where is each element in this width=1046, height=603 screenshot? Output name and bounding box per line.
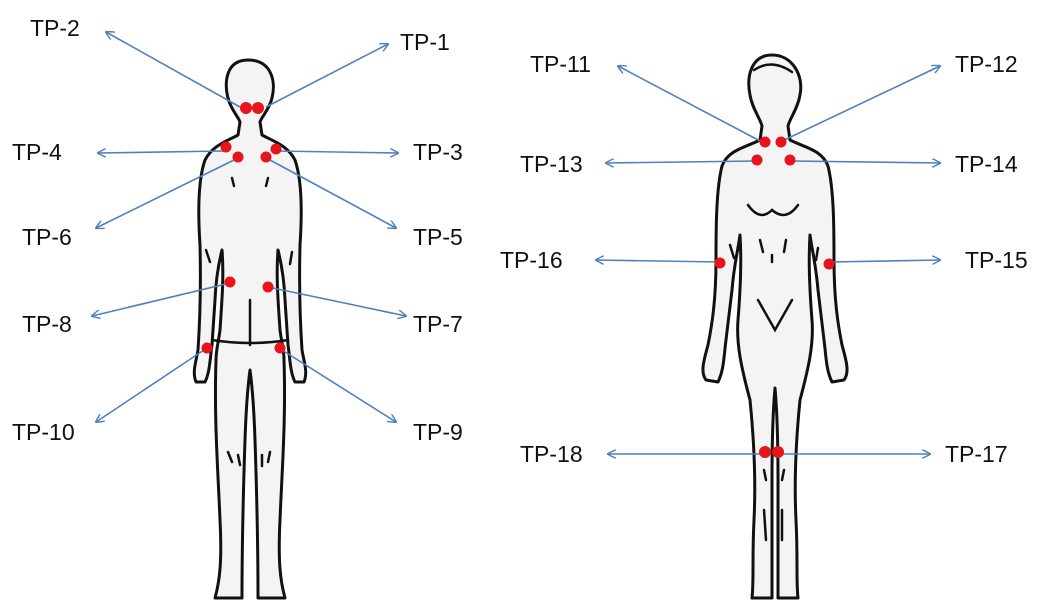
label-tp7: TP-7 (413, 311, 463, 337)
point-tp4-marker (221, 142, 232, 153)
labels: TP-1 TP-2 TP-3 TP-4 TP-5 TP-6 TP-7 TP-8 … (12, 15, 1028, 467)
label-tp10: TP-10 (12, 419, 75, 445)
point-tp17-marker (772, 446, 784, 458)
point-tp1-marker (252, 102, 264, 114)
arrow-tp9 (282, 350, 396, 422)
back-view-figure (194, 60, 305, 598)
point-tp2-marker (240, 102, 252, 114)
point-tp6-marker (233, 152, 244, 163)
point-tp10-marker (202, 343, 213, 354)
arrow-tp3 (276, 151, 398, 153)
arrow-tp4 (98, 151, 224, 153)
arrow-tp10 (96, 350, 204, 422)
point-tp11-marker (760, 137, 771, 148)
label-tp8: TP-8 (22, 311, 72, 337)
label-tp13: TP-13 (520, 151, 583, 177)
label-tp5: TP-5 (413, 224, 463, 250)
point-tp9-marker (275, 343, 286, 354)
label-tp6: TP-6 (22, 224, 72, 250)
label-tp3: TP-3 (413, 139, 463, 165)
point-tp8-marker (225, 277, 236, 288)
point-tp13-marker (752, 155, 763, 166)
label-tp14: TP-14 (955, 151, 1018, 177)
label-tp11: TP-11 (530, 51, 591, 77)
label-tp9: TP-9 (413, 419, 463, 445)
label-tp2: TP-2 (30, 15, 80, 41)
arrow-tp16 (596, 260, 720, 262)
point-tp12-marker (776, 137, 787, 148)
arrow-tp11 (618, 66, 762, 142)
label-tp18: TP-18 (520, 441, 583, 467)
point-tp3-marker (271, 144, 282, 155)
point-tp16-marker (715, 258, 726, 269)
arrow-tp1 (266, 44, 388, 107)
point-tp5-marker (261, 152, 272, 163)
point-tp7-marker (263, 282, 274, 293)
arrow-tp12 (780, 66, 940, 142)
label-tp16: TP-16 (500, 247, 563, 273)
label-tp1: TP-1 (400, 29, 450, 55)
label-tp15: TP-15 (965, 247, 1028, 273)
label-tp4: TP-4 (12, 139, 62, 165)
point-tp15-marker (824, 259, 835, 270)
arrow-tp15 (830, 260, 940, 262)
point-tp18-marker (759, 446, 771, 458)
arrow-tp2 (106, 32, 240, 107)
label-tp17: TP-17 (945, 441, 1008, 467)
point-tp14-marker (785, 155, 796, 166)
label-tp12: TP-12 (955, 51, 1018, 77)
front-view-figure (703, 55, 847, 598)
